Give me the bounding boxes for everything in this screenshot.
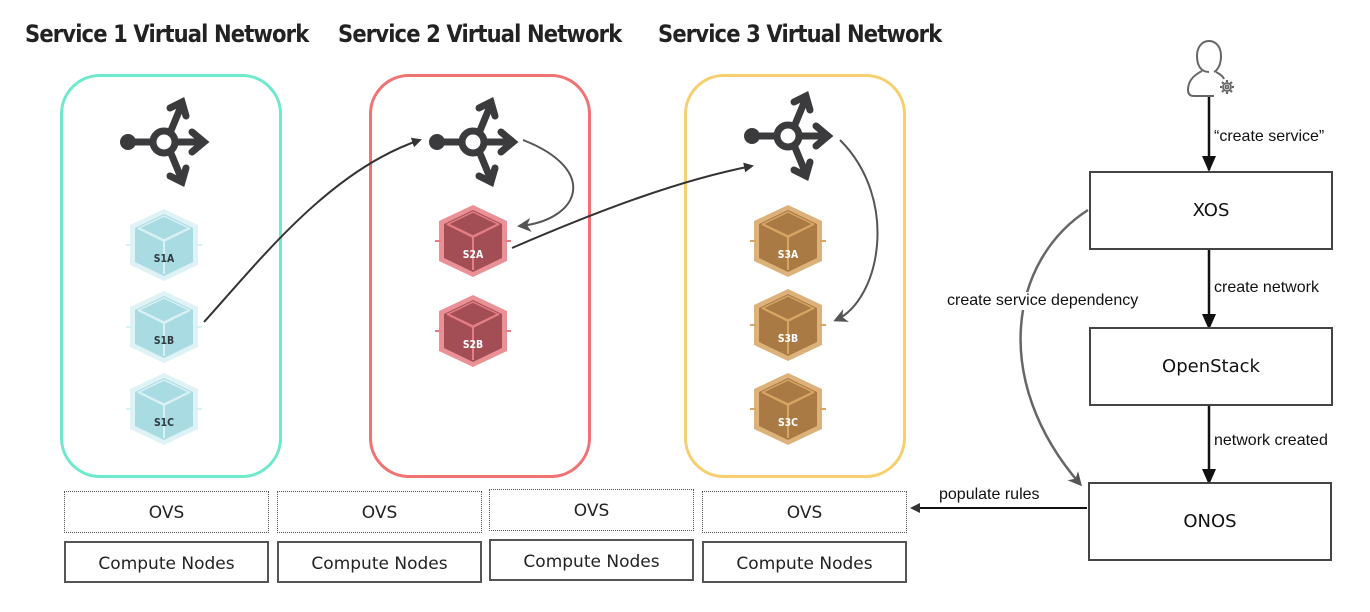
vm-cube: S3A (750, 202, 826, 280)
vm-cube: S3C (750, 370, 826, 448)
compute-node-2: Compute Nodes (277, 541, 482, 583)
vm-cube: S1A (126, 206, 202, 284)
ovs-node-3: OVS (489, 489, 694, 531)
label-create-service-dependency: create service dependency (945, 292, 1141, 310)
router-icon (120, 96, 210, 188)
vm-label: S3C (777, 416, 799, 429)
vm-cube-icon (126, 373, 202, 445)
vm-cube-icon (126, 291, 202, 363)
router-icon (744, 90, 834, 182)
label-network-created: network created (1214, 432, 1328, 449)
service-3-network (684, 74, 906, 478)
compute-node-3: Compute Nodes (489, 539, 694, 581)
openstack-box: OpenStack (1089, 327, 1333, 406)
onos-box: ONOS (1088, 482, 1332, 561)
label-create-network: create network (1214, 279, 1319, 296)
service-2-title: Service 2 Virtual Network (338, 20, 622, 48)
label-create-service: “create service” (1214, 128, 1325, 145)
vm-cube: S1B (126, 288, 202, 366)
ovs-node-4: OVS (702, 491, 907, 533)
vm-cube-icon (750, 205, 826, 277)
vm-cube: S2A (435, 202, 511, 280)
vm-cube-icon (435, 205, 511, 277)
arrow-xos-to-onos-dependency (1019, 208, 1089, 487)
router-icon (429, 96, 519, 188)
vm-cube-icon (126, 209, 202, 281)
vm-label: S1C (153, 416, 175, 429)
vm-cube-icon (435, 295, 511, 367)
vm-label: S1B (153, 334, 175, 347)
xos-box: XOS (1089, 171, 1333, 250)
service-3-title: Service 3 Virtual Network (658, 20, 942, 48)
service-1-title: Service 1 Virtual Network (25, 20, 309, 48)
compute-node-4: Compute Nodes (702, 541, 907, 583)
compute-node-1: Compute Nodes (64, 541, 269, 583)
vm-label: S2B (462, 338, 484, 351)
ovs-node-1: OVS (64, 491, 269, 533)
vm-label: S3B (777, 332, 799, 345)
label-populate-rules: populate rules (939, 486, 1040, 503)
vm-label: S1A (153, 252, 175, 265)
admin-user-gear-icon (1186, 39, 1234, 97)
vm-cube-icon (750, 289, 826, 361)
vm-label: S3A (777, 248, 799, 261)
vm-cube: S1C (126, 370, 202, 448)
vm-cube: S3B (750, 286, 826, 364)
vm-cube-icon (750, 373, 826, 445)
ovs-node-2: OVS (277, 491, 482, 533)
vm-cube: S2B (435, 292, 511, 370)
vm-label: S2A (462, 248, 484, 261)
